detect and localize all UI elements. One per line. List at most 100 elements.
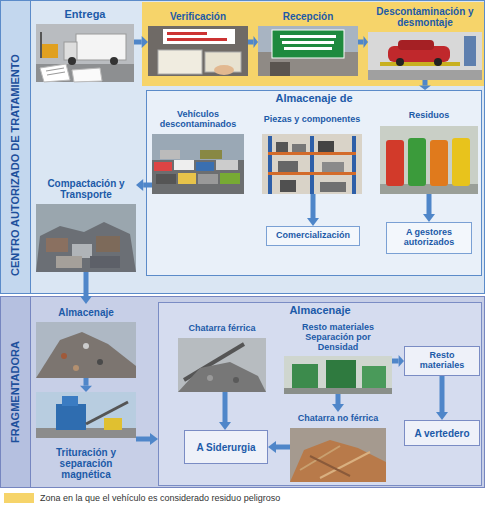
photo-compaction xyxy=(36,204,136,272)
flow-arrow xyxy=(219,392,231,430)
photo-scrap-pile xyxy=(36,322,136,378)
arrow-shaft xyxy=(136,437,150,442)
group-title: Almacenaje xyxy=(289,304,350,316)
photo-ferrous-scrap xyxy=(233,377,239,383)
process-step: Compactación y Transporte xyxy=(36,176,136,272)
destination-box: A gestores autorizados xyxy=(386,222,472,254)
arrow-head xyxy=(436,412,448,420)
photo-density-separation xyxy=(284,388,392,394)
arrow-shaft xyxy=(223,392,228,422)
photo-car-stack xyxy=(198,174,218,184)
band-background xyxy=(1,297,31,488)
photo-reception xyxy=(270,62,290,76)
photo-parts-shelves xyxy=(262,134,362,194)
text-holder: Trituración y separación magnética xyxy=(36,440,136,486)
process-step: Recepción xyxy=(258,8,358,76)
photo-verification xyxy=(167,32,207,35)
text-holder: FRAGMENTADORA xyxy=(0,304,30,480)
flow-arrow xyxy=(136,179,152,191)
node-label: Vehículos descontaminados xyxy=(152,110,244,130)
node-label: A Siderurgia xyxy=(188,442,264,453)
photo-delivery xyxy=(36,64,134,82)
process-step: Verificación xyxy=(148,8,248,76)
process-step: Resto materiales Separación por Densidad xyxy=(284,322,392,394)
photo-parts-shelves xyxy=(310,136,314,194)
photo-reception xyxy=(282,41,334,44)
photo-car-stack xyxy=(152,160,244,194)
photo-compaction xyxy=(36,222,136,272)
photo-parts-shelves xyxy=(268,136,272,194)
node-label: Descontaminación y desmontaje xyxy=(368,6,482,28)
arrow-head xyxy=(423,214,435,222)
photo-parts-shelves xyxy=(292,144,306,152)
arrow-head xyxy=(150,433,158,445)
region-label: CENTRO AUTORIZADO DE TRATAMIENTO xyxy=(9,50,21,280)
photo-delivery xyxy=(36,24,134,82)
text-holder: Chatarra no férrica xyxy=(290,412,386,426)
material-box: Resto materiales xyxy=(404,346,480,376)
photo-scrap-pile xyxy=(83,343,89,349)
flow-arrow xyxy=(248,36,258,48)
photo-parts-shelves xyxy=(268,152,356,155)
photo-verification xyxy=(158,50,202,74)
photo-car-stack xyxy=(220,173,240,184)
photo-delivery xyxy=(76,34,126,60)
photo-scrap-pile xyxy=(36,332,136,378)
node-label: Piezas y componentes xyxy=(262,115,362,125)
region-label: FRAGMENTADORA xyxy=(9,304,21,480)
text-holder: Almacenaje de xyxy=(146,90,482,107)
photo-compaction xyxy=(72,244,92,258)
photo-car-stack xyxy=(200,150,222,159)
band-background xyxy=(1,1,485,294)
arrow-shaft xyxy=(84,378,89,386)
photo-waste-drums xyxy=(408,138,426,186)
text-holder: Comercialización xyxy=(267,227,359,245)
node-label: Trituración y separación magnética xyxy=(36,447,136,480)
band-background xyxy=(1,297,485,488)
photo-compaction xyxy=(56,256,82,268)
process-step: Trituración y separación magnética xyxy=(36,392,136,486)
photo-parts-shelves xyxy=(322,162,344,172)
destination-box: Comercialización xyxy=(266,226,360,246)
flow-arrow xyxy=(134,36,148,48)
photo-parts-shelves xyxy=(268,172,356,175)
photo-dismantling xyxy=(368,32,482,80)
storage-group: Almacenaje de Vehículos descontaminados Pi… xyxy=(146,90,482,276)
band-background xyxy=(1,1,485,294)
arrow-head xyxy=(268,441,276,453)
photo-verification xyxy=(214,65,234,75)
arrow-shaft xyxy=(311,194,316,218)
text-holder: Descontaminación y desmontaje xyxy=(368,4,482,30)
photo-dismantling xyxy=(398,40,434,50)
photo-delivery xyxy=(40,64,70,82)
photo-parts-shelves xyxy=(318,141,334,152)
photo-parts-shelves xyxy=(276,142,288,152)
process-step: Almacenaje xyxy=(36,304,136,378)
photo-nonferrous-scrap xyxy=(290,440,386,482)
text-holder: Residuos xyxy=(380,108,478,124)
text-holder: Chatarra férrica xyxy=(178,322,266,336)
photo-compaction xyxy=(96,236,120,252)
photo-ferrous-scrap xyxy=(207,375,213,381)
photo-car-stack xyxy=(156,174,176,184)
arrow-shaft xyxy=(143,183,152,188)
photo-compaction xyxy=(46,238,68,252)
photo-nonferrous-scrap xyxy=(310,456,350,476)
storage-group: AlmacenajeChatarra férricaResto material… xyxy=(158,302,482,486)
legend-text: Zona en la que el vehículo es considerad… xyxy=(40,493,280,503)
legend-row: Zona en la que el vehículo es considerad… xyxy=(4,493,280,503)
photo-car-stack xyxy=(160,150,180,159)
node-label: Chatarra no férrica xyxy=(290,414,386,424)
text-holder: Almacenaje xyxy=(36,304,136,320)
photo-car-stack xyxy=(174,160,194,170)
flow-arrow xyxy=(436,376,448,420)
photo-waste-drums xyxy=(386,140,404,186)
photo-verification xyxy=(148,26,248,76)
photo-density-separation xyxy=(284,356,392,394)
text-holder: A Siderurgia xyxy=(185,431,267,463)
process-step: Residuos xyxy=(380,108,478,194)
photo-car-stack xyxy=(196,162,214,171)
text-holder: Recepción xyxy=(258,8,358,24)
arrow-shaft xyxy=(392,359,399,364)
